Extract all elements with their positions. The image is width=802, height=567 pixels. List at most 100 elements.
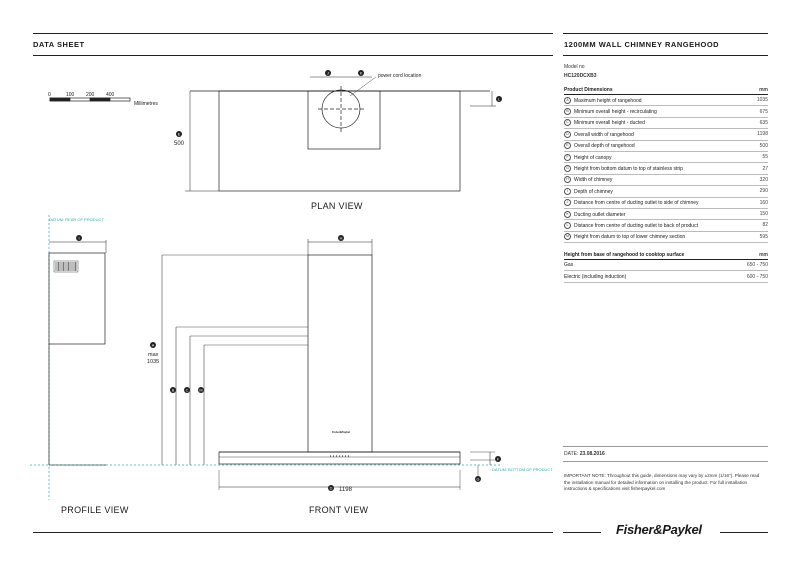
barcode-graphic bbox=[55, 262, 77, 271]
plan-depth-value: 500 bbox=[174, 141, 185, 147]
dimension-value: 27 bbox=[752, 162, 768, 175]
dimension-label: Height of canopy bbox=[574, 154, 612, 161]
scale-bar bbox=[49, 97, 131, 102]
date-rule-bottom bbox=[563, 461, 768, 462]
cooktop-row: Electric (including induction)600 - 750 bbox=[564, 270, 768, 283]
dimension-marker: K bbox=[358, 70, 364, 76]
dimension-marker: C bbox=[184, 387, 190, 393]
plan-view-label: PLAN VIEW bbox=[311, 201, 363, 211]
cooktop-value: 600 - 750 bbox=[737, 270, 768, 283]
scale-tick-200: 200 bbox=[86, 92, 95, 98]
front-logo: Fisher&Paykel bbox=[332, 430, 350, 434]
bottom-rule-right-b bbox=[720, 532, 768, 533]
top-rule-right bbox=[563, 33, 768, 34]
dimension-label: Minimum overall height - recirculating bbox=[574, 108, 657, 115]
dimension-marker-letter: G bbox=[477, 477, 480, 481]
dimension-label: Depth of chimney bbox=[574, 188, 613, 195]
cooktop-table: Height from base of rangehood to cooktop… bbox=[564, 251, 768, 283]
dimension-marker-letter: I bbox=[78, 236, 79, 240]
cooktop-label: Electric (including induction) bbox=[564, 270, 738, 283]
dimension-marker: J bbox=[325, 70, 331, 76]
model-value: HC120DCXB3 bbox=[564, 73, 597, 79]
dimension-marker: G bbox=[475, 476, 481, 482]
date-value: 23.08.2016 bbox=[579, 451, 605, 457]
scale-unit: Millimetres bbox=[134, 101, 158, 107]
dimension-key-badge: A bbox=[564, 96, 571, 104]
width-value: 1198 bbox=[339, 487, 353, 493]
dimension-value: 290 bbox=[752, 185, 768, 198]
dimension-label: Ducting outlet diameter bbox=[574, 211, 626, 218]
dimension-label: Minimum overall height - ducted bbox=[574, 120, 645, 127]
dimension-marker: E bbox=[176, 131, 182, 137]
date-rule bbox=[563, 446, 768, 447]
dimension-marker-letter: D bbox=[330, 486, 333, 490]
dimension-value: 675 bbox=[752, 105, 768, 118]
cooktop-value: 650 - 750 bbox=[737, 259, 768, 272]
dimension-marker-letter: F bbox=[497, 457, 500, 461]
cooktop-header-unit: mm bbox=[737, 251, 768, 260]
profile-view-label: PROFILE VIEW bbox=[61, 505, 129, 515]
dimension-label: Width of chimney bbox=[574, 177, 613, 184]
page-title: DATA SHEET bbox=[33, 40, 85, 49]
date-label: DATE: bbox=[564, 451, 579, 457]
dimension-marker-letter: B bbox=[172, 388, 175, 392]
front-view-label: FRONT VIEW bbox=[309, 505, 369, 515]
scale-tick-100: 100 bbox=[66, 92, 75, 98]
cooktop-table-header: Height from base of rangehood to cooktop… bbox=[564, 251, 768, 260]
plan-view-drawing bbox=[185, 76, 496, 192]
front-view-drawing bbox=[30, 239, 500, 490]
dimension-key-badge: H bbox=[564, 176, 571, 184]
dimension-marker: A bbox=[150, 342, 156, 348]
dimension-key-badge: D bbox=[564, 130, 571, 138]
dimension-key-badge: F bbox=[564, 153, 571, 161]
dimension-key-badge: L bbox=[564, 221, 571, 229]
dimension-key-badge: B bbox=[564, 108, 571, 116]
dimension-label: Overall depth of rangehood bbox=[574, 143, 635, 150]
bottom-rule-right-a bbox=[563, 532, 601, 533]
dimension-value: 82 bbox=[752, 219, 768, 232]
dimension-value: 595 bbox=[752, 231, 768, 244]
datum-rear-label: DATUM: REAR OF PRODUCT bbox=[49, 217, 104, 222]
dimension-marker: H bbox=[338, 235, 344, 241]
dimension-label: Height from bottom datum to top of stain… bbox=[574, 165, 683, 172]
dimension-key-badge: E bbox=[564, 142, 571, 150]
datum-bottom-label: DATUM: BOTTOM OF PRODUCT bbox=[492, 467, 553, 472]
dimensions-header-unit: mm bbox=[752, 86, 768, 95]
dimension-key-badge: J bbox=[564, 199, 571, 207]
dimension-key-badge: I bbox=[564, 187, 571, 195]
dimension-value: 1198 bbox=[752, 128, 768, 141]
dimension-marker: I bbox=[76, 235, 82, 241]
scale-tick-0: 0 bbox=[48, 92, 51, 98]
dimension-marker: M bbox=[198, 387, 204, 393]
dimension-value: 1035 bbox=[752, 94, 768, 107]
cooktop-label: Gas bbox=[564, 259, 738, 272]
scale-tick-400: 400 bbox=[106, 92, 115, 98]
dimension-key-badge: C bbox=[564, 119, 571, 127]
dimension-marker: L bbox=[496, 96, 502, 102]
cooktop-header-label: Height from base of rangehood to cooktop… bbox=[564, 251, 738, 260]
dimension-value: 55 bbox=[752, 151, 768, 164]
dimension-value: 150 bbox=[752, 208, 768, 221]
dimension-label: Distance from centre of ducting outlet t… bbox=[574, 222, 698, 229]
dimension-marker-letter: L bbox=[498, 97, 500, 101]
dimension-key-badge: G bbox=[564, 165, 571, 173]
title-rule-left bbox=[33, 55, 553, 56]
important-note: IMPORTANT NOTE: Throughout this guide, d… bbox=[564, 473, 760, 491]
dimensions-header-label: Product Dimensions bbox=[564, 86, 753, 95]
top-rule-left bbox=[33, 33, 553, 34]
dimension-key-badge: K bbox=[564, 210, 571, 218]
dimension-marker: F bbox=[495, 456, 501, 462]
